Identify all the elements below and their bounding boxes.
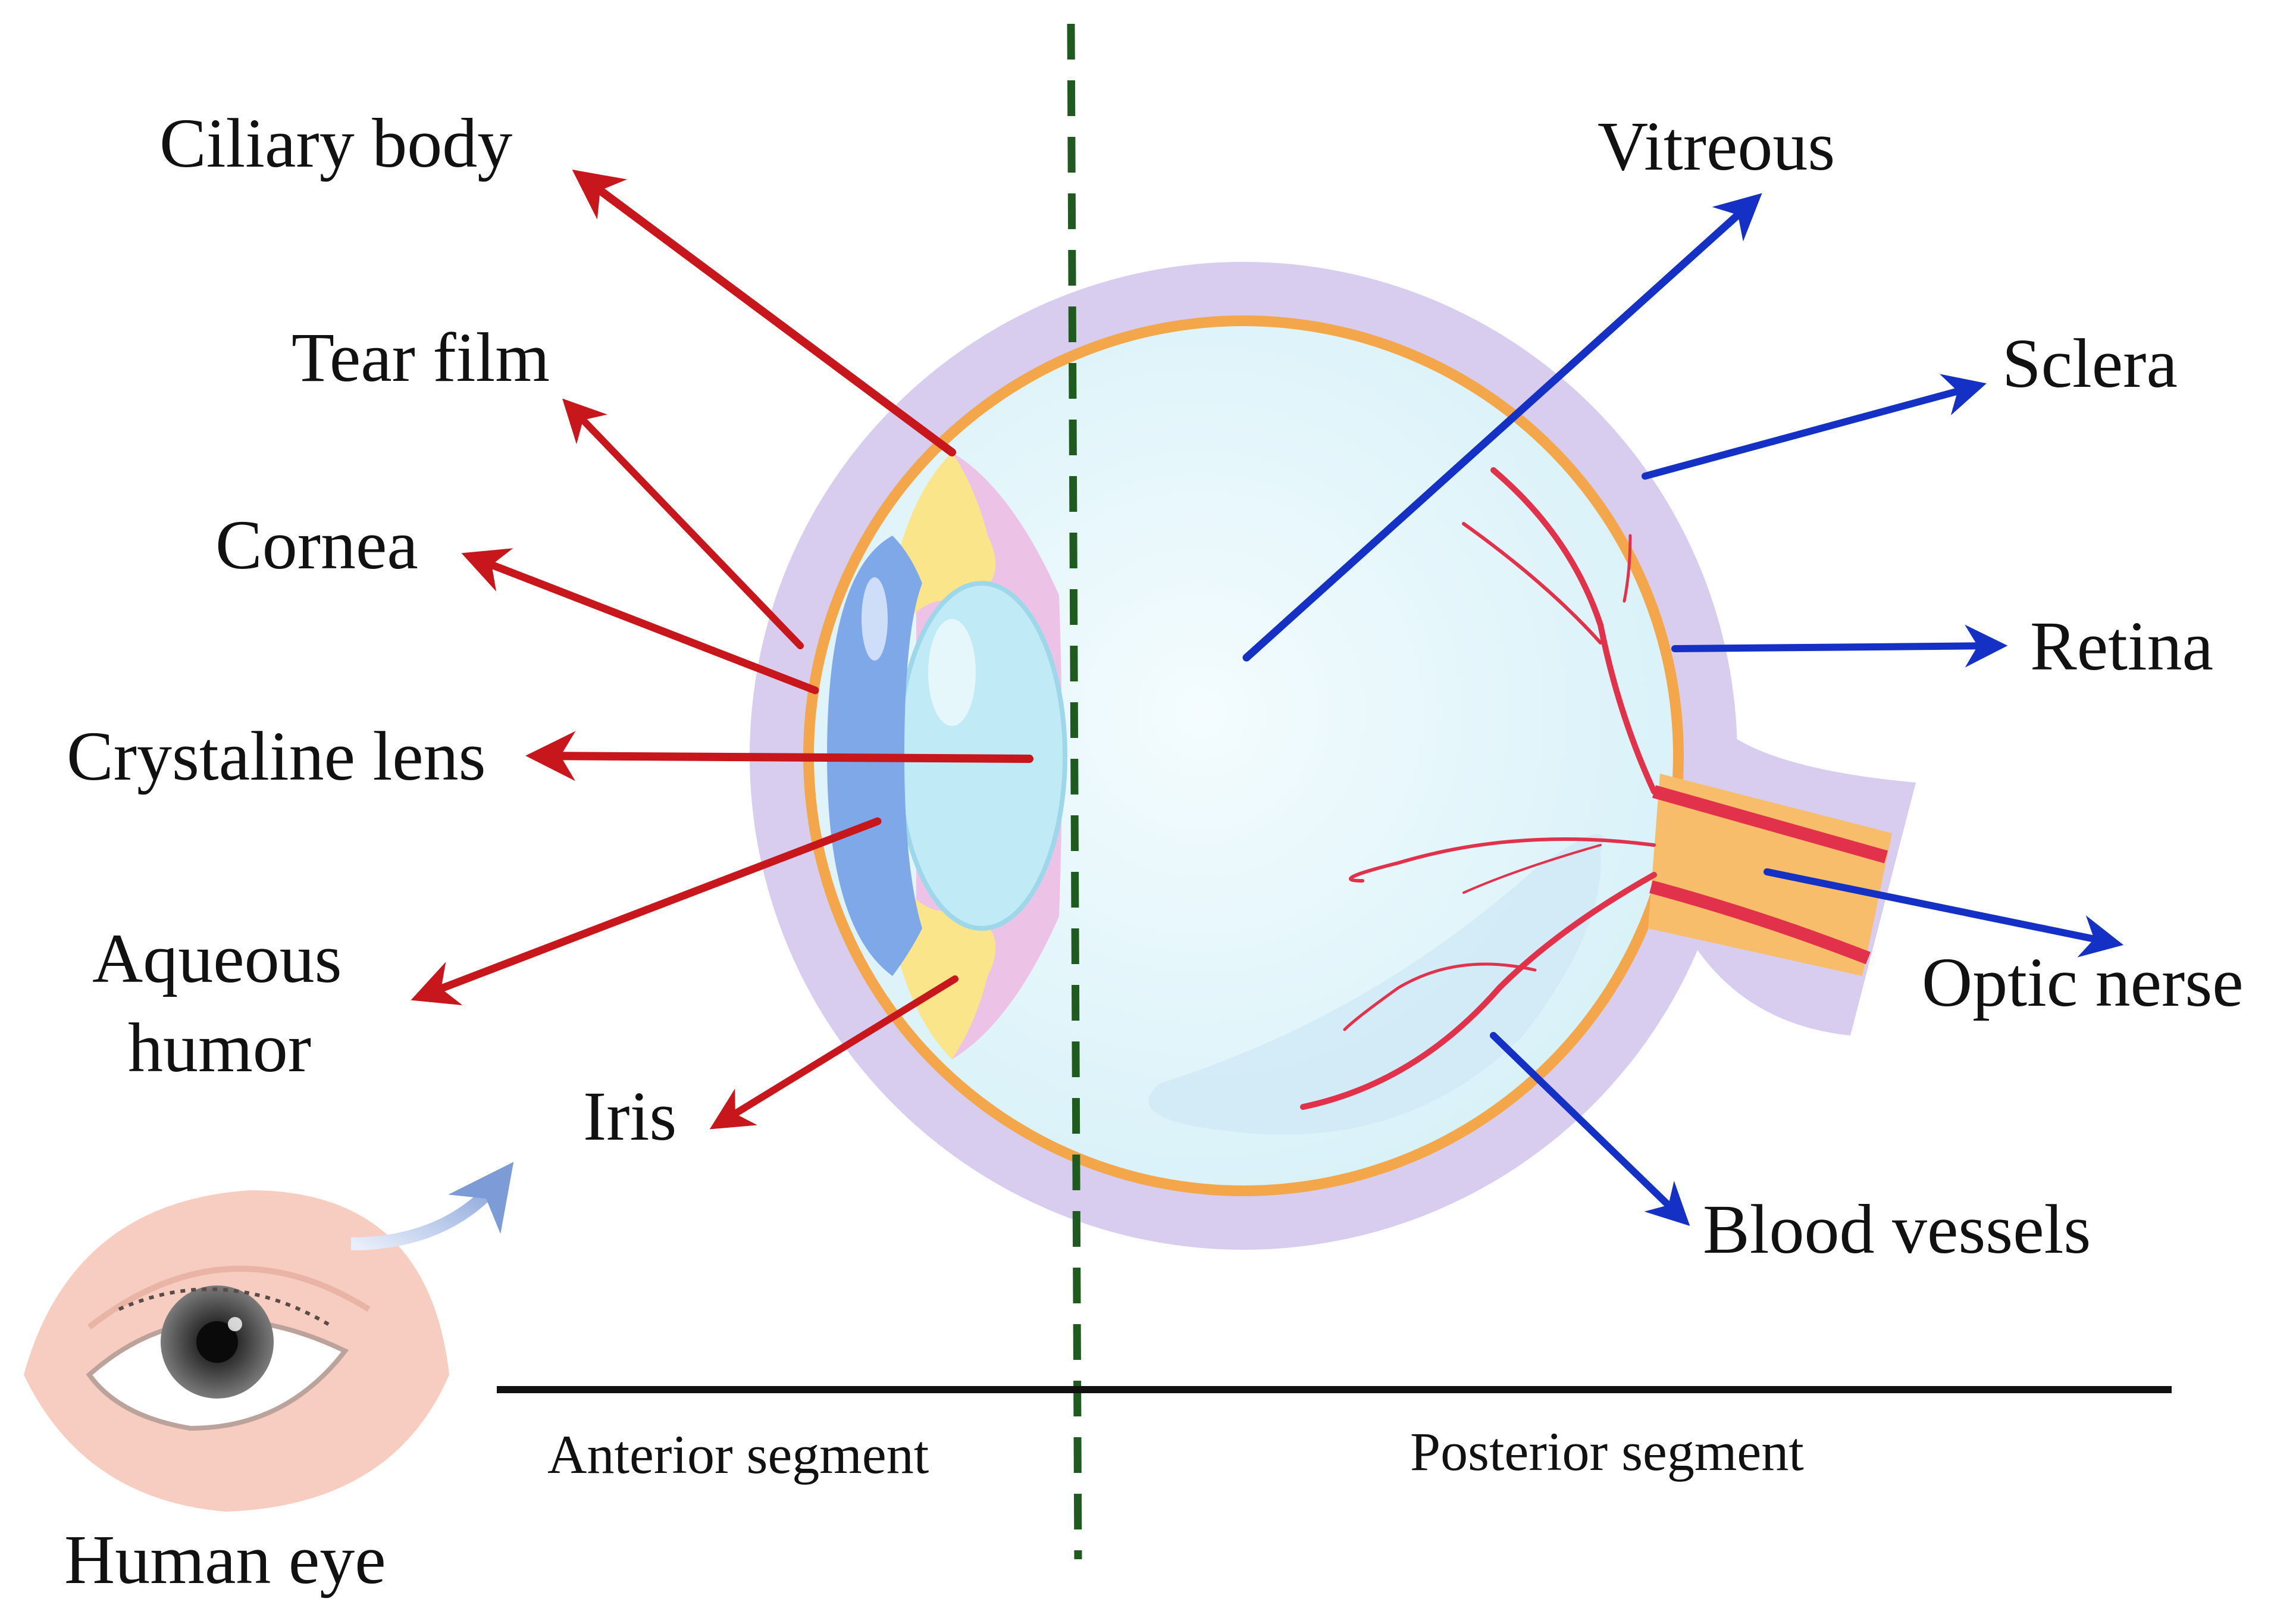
aqueous-humor-arrow [411,817,882,1006]
label-vitreous: Vitreous [1598,107,1835,185]
label-posterior-segment: Posterior segment [1410,1421,1804,1482]
optic-nerve-arrow [1763,868,2124,958]
human-eye-icon [24,1190,449,1512]
label-ciliary-body: Ciliary body [159,104,512,182]
lens-highlight [928,619,976,726]
label-retina: Retina [2030,607,2213,685]
anterior-arrows [411,169,1033,1130]
segment-labels: Anterior segment Posterior segment [547,1421,1804,1485]
crystaline-lens-arrow [525,731,1033,781]
label-optic-nerve: Optic nerse [1922,943,2244,1021]
eye-lashes [118,1287,334,1329]
ciliary-body-arrow [572,169,956,456]
vitreous-arrow [1242,193,1762,662]
eye-lid-crease [87,1265,371,1330]
segment-divider [1067,23,1082,1560]
label-tear-film: Tear film [292,318,550,396]
ciliary-body-bottom [898,893,996,1059]
posterior-labels: Vitreous Sclera Retina Optic nerse Blood… [1598,107,2244,1268]
posterior-arrows [1242,193,2124,1227]
eyeball-cross-section [750,262,1916,1250]
label-human-eye: Human eye [64,1521,386,1599]
eye-pupil [196,1321,238,1363]
retinal-vessels [1300,467,1657,1110]
tear-film-arrow [562,398,804,649]
blood-vessels-arrow [1490,1032,1690,1227]
cornea-highlight [862,577,888,661]
label-anterior-segment: Anterior segment [547,1424,929,1485]
retina-arrow [1671,624,2008,668]
anterior-labels: Ciliary body Tear film Cornea Crystaline… [64,104,676,1599]
optic-nerve-vessel-1 [1652,785,1888,864]
vitreous-haze [1148,834,1604,1135]
eye-glint [228,1317,242,1331]
label-iris: Iris [583,1077,676,1155]
cornea-arrow [461,548,819,695]
ciliary-body-top [898,452,996,619]
label-aqueous-humor-line2: humor [128,1009,311,1087]
label-sclera: Sclera [2002,324,2178,402]
label-aqueous-humor-line1: Aqueous [92,919,342,997]
optic-nerve-vessel-2 [1649,880,1871,965]
label-cornea: Cornea [215,506,418,584]
eye-pointer-arrow [350,1162,514,1250]
sclera-arrow [1642,374,1987,480]
label-blood-vessels: Blood vessels [1703,1190,2091,1268]
label-crystaline-lens: Crystaline lens [67,717,486,795]
iris-arrow [709,975,959,1130]
